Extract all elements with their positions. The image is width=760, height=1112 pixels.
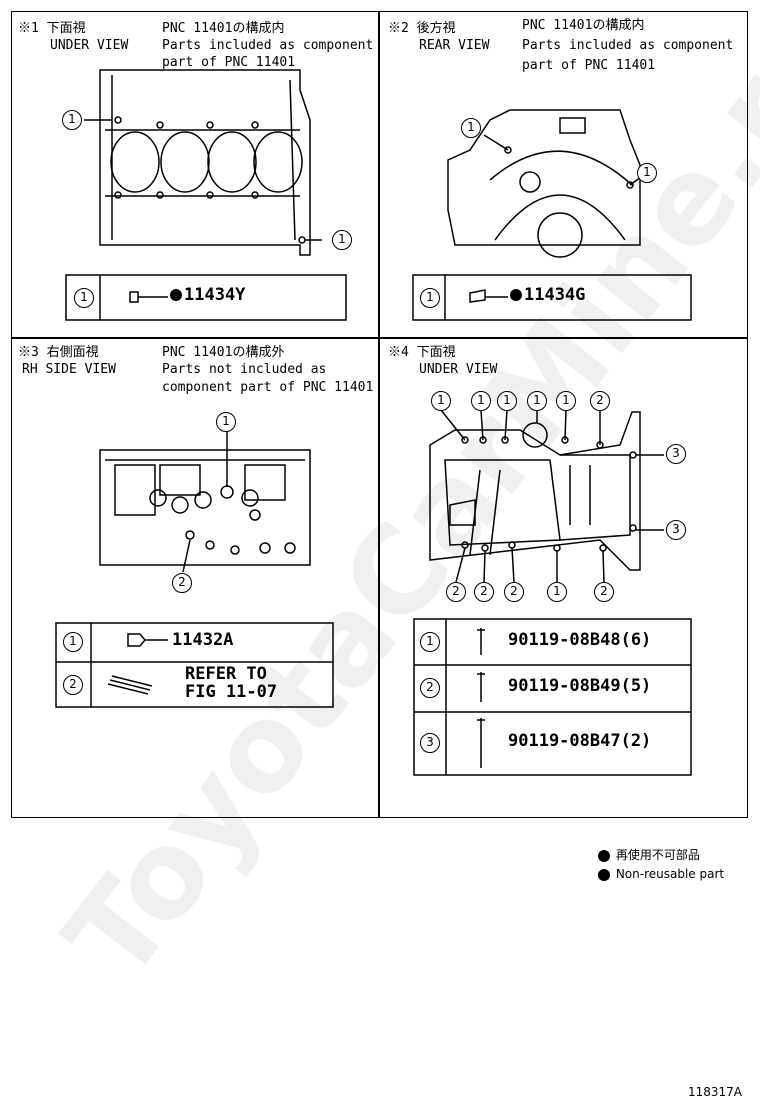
non-reusable-dot-icon xyxy=(598,868,610,881)
p4-row2-num: 2 xyxy=(420,678,440,698)
legend-jp: 再使用不可部品 xyxy=(598,846,700,863)
p4-row1-num: 1 xyxy=(420,632,440,652)
panel4-callout: 2 xyxy=(504,582,524,602)
panel4-callout: 2 xyxy=(446,582,466,602)
p3-row2-num: 2 xyxy=(63,675,83,695)
panel4-callout: 1 xyxy=(497,391,517,411)
panel1-pnc: PNC 11401の構成内 xyxy=(162,21,285,36)
p3-row1-num: 1 xyxy=(63,632,83,652)
panel2-ref: ※2 後方視 xyxy=(388,21,456,36)
panel1-callout-1b: 1 xyxy=(332,230,352,250)
panel3-callout-1: 1 xyxy=(216,412,236,432)
p1-row-num: 1 xyxy=(74,288,94,308)
panel1-callout-1a: 1 xyxy=(62,110,82,130)
panel4-callout: 2 xyxy=(594,582,614,602)
panel3-block-drawing xyxy=(99,430,311,573)
non-reusable-dot-icon xyxy=(510,289,522,301)
panel3-desc2: component part of PNC 11401 xyxy=(162,380,374,395)
figure-number: 118317A xyxy=(688,1085,743,1099)
p2-row-num: 1 xyxy=(420,288,440,308)
legend-en: Non-reusable part xyxy=(598,867,724,881)
panel4-callout: 2 xyxy=(590,391,610,411)
panel1-ref: ※1 下面視 xyxy=(18,21,86,36)
grid-divider-horizontal xyxy=(11,337,748,339)
panel3-view: RH SIDE VIEW xyxy=(22,362,116,377)
panel4-oilpan-drawing xyxy=(429,409,664,583)
panel2-block-drawing xyxy=(447,109,649,258)
panel3-desc1: Parts not included as xyxy=(162,362,327,377)
panel3-pnc: PNC 11401の構成外 xyxy=(162,345,285,360)
panel3-callout-2: 2 xyxy=(172,573,192,593)
p2-part-number: 11434G xyxy=(510,287,585,304)
panel1-desc1: Parts included as component xyxy=(162,38,374,53)
panel4-callout: 1 xyxy=(527,391,547,411)
panel1-desc2: part of PNC 11401 xyxy=(162,55,296,70)
panel4-callout: 1 xyxy=(431,391,451,411)
panel3-ref: ※3 右側面視 xyxy=(18,345,99,360)
panel2-desc1: Parts included as component xyxy=(522,38,734,53)
panel4-callout: 1 xyxy=(547,582,567,602)
non-reusable-dot-icon xyxy=(170,289,182,301)
diagram-grid xyxy=(11,11,748,818)
p4-row1-part: 90119-08B48(6) xyxy=(508,630,652,650)
non-reusable-dot-icon xyxy=(598,849,610,862)
panel4-callout: 3 xyxy=(666,444,686,464)
panel4-callout: 2 xyxy=(474,582,494,602)
panel4-ref: ※4 下面視 xyxy=(388,345,456,360)
panel4-callout: 1 xyxy=(471,391,491,411)
panel4-view: UNDER VIEW xyxy=(419,362,498,377)
panel2-desc2: part of PNC 11401 xyxy=(522,58,656,73)
p3-row2-line2: FIG 11-07 xyxy=(185,682,278,702)
panel1-view: UNDER VIEW xyxy=(50,38,129,53)
panel2-view: REAR VIEW xyxy=(419,38,490,53)
panel4-callout: 3 xyxy=(666,520,686,540)
p4-row3-part: 90119-08B47(2) xyxy=(508,731,652,751)
panel4-callout: 1 xyxy=(556,391,576,411)
panel2-callout-1b: 1 xyxy=(637,163,657,183)
p3-row2-line1: REFER TO xyxy=(185,664,267,684)
p4-row2-part: 90119-08B49(5) xyxy=(508,676,652,696)
p3-row1-part: 11432A xyxy=(172,630,234,650)
panel1-block-drawing xyxy=(84,69,322,256)
panel2-callout-1a: 1 xyxy=(461,118,481,138)
p1-part-number: 11434Y xyxy=(170,287,245,304)
p4-row3-num: 3 xyxy=(420,733,440,753)
panel2-pnc: PNC 11401の構成内 xyxy=(522,18,645,33)
grid-divider-vertical xyxy=(378,11,380,818)
